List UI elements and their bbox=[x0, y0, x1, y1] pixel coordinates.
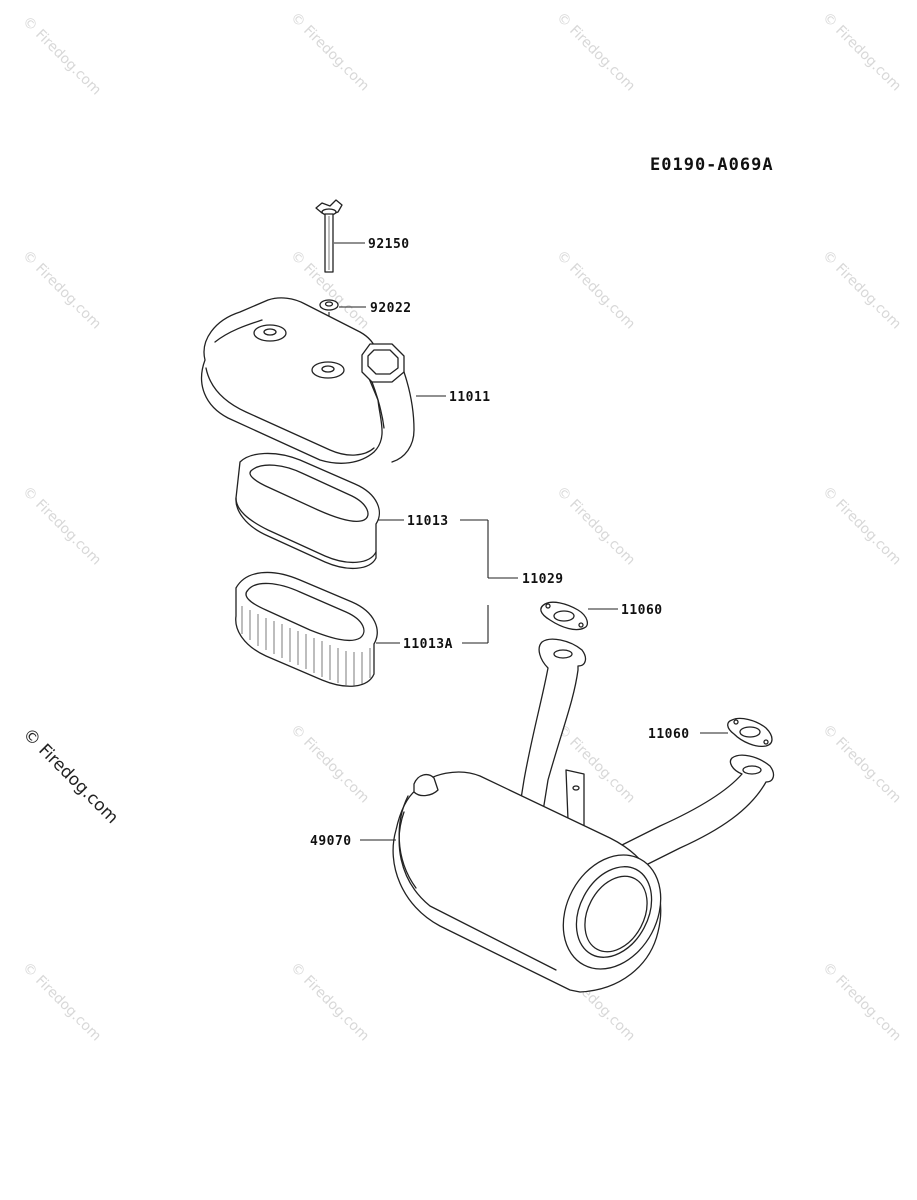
part-number-element: 11013A bbox=[403, 637, 453, 652]
assembly-bracket bbox=[460, 519, 518, 644]
watermark-text: © Firedog.com bbox=[287, 722, 372, 807]
watermark-text: © Firedog.com bbox=[19, 960, 104, 1045]
part-number-gasket-lower: 11060 bbox=[648, 727, 690, 742]
part-number-gasket-upper: 11060 bbox=[621, 603, 663, 618]
pre-filter bbox=[235, 452, 380, 569]
watermark-text: © Firedog.com bbox=[19, 14, 104, 99]
watermark-text: © Firedog.com bbox=[553, 484, 638, 569]
firedog-watermark-text: © Firedog.com bbox=[18, 724, 122, 828]
firedog-watermark: © Firedog.com bbox=[18, 724, 122, 828]
watermark-text: © Firedog.com bbox=[819, 484, 904, 569]
muffler bbox=[392, 638, 775, 993]
watermark-text: © Firedog.com bbox=[19, 248, 104, 333]
watermark-text: © Firedog.com bbox=[287, 10, 372, 95]
part-number-cover: 11011 bbox=[449, 390, 491, 405]
part-number-filter-assy: 11029 bbox=[522, 572, 564, 587]
watermark-text: © Firedog.com bbox=[553, 722, 638, 807]
watermark-text: © Firedog.com bbox=[553, 248, 638, 333]
part-number-prefilter: 11013 bbox=[407, 514, 449, 529]
watermark-text: © Firedog.com bbox=[553, 10, 638, 95]
part-number-muffler: 49070 bbox=[310, 834, 352, 849]
lower-gasket bbox=[727, 717, 773, 748]
filter-element bbox=[235, 571, 378, 687]
watermark-text: © Firedog.com bbox=[819, 960, 904, 1045]
watermark-text: © Firedog.com bbox=[819, 10, 904, 95]
watermark-text: © Firedog.com bbox=[819, 248, 904, 333]
part-number-washer: 92022 bbox=[370, 301, 412, 316]
watermark-text: © Firedog.com bbox=[819, 722, 904, 807]
wing-bolt bbox=[315, 199, 343, 273]
watermark-text: © Firedog.com bbox=[287, 960, 372, 1045]
washer bbox=[319, 299, 339, 311]
part-number-bolt: 92150 bbox=[368, 237, 410, 252]
diagram-code: E0190-A069A bbox=[650, 155, 774, 175]
upper-gasket bbox=[540, 601, 589, 631]
watermark-text: © Firedog.com bbox=[19, 484, 104, 569]
air-cleaner-cover bbox=[200, 297, 415, 464]
